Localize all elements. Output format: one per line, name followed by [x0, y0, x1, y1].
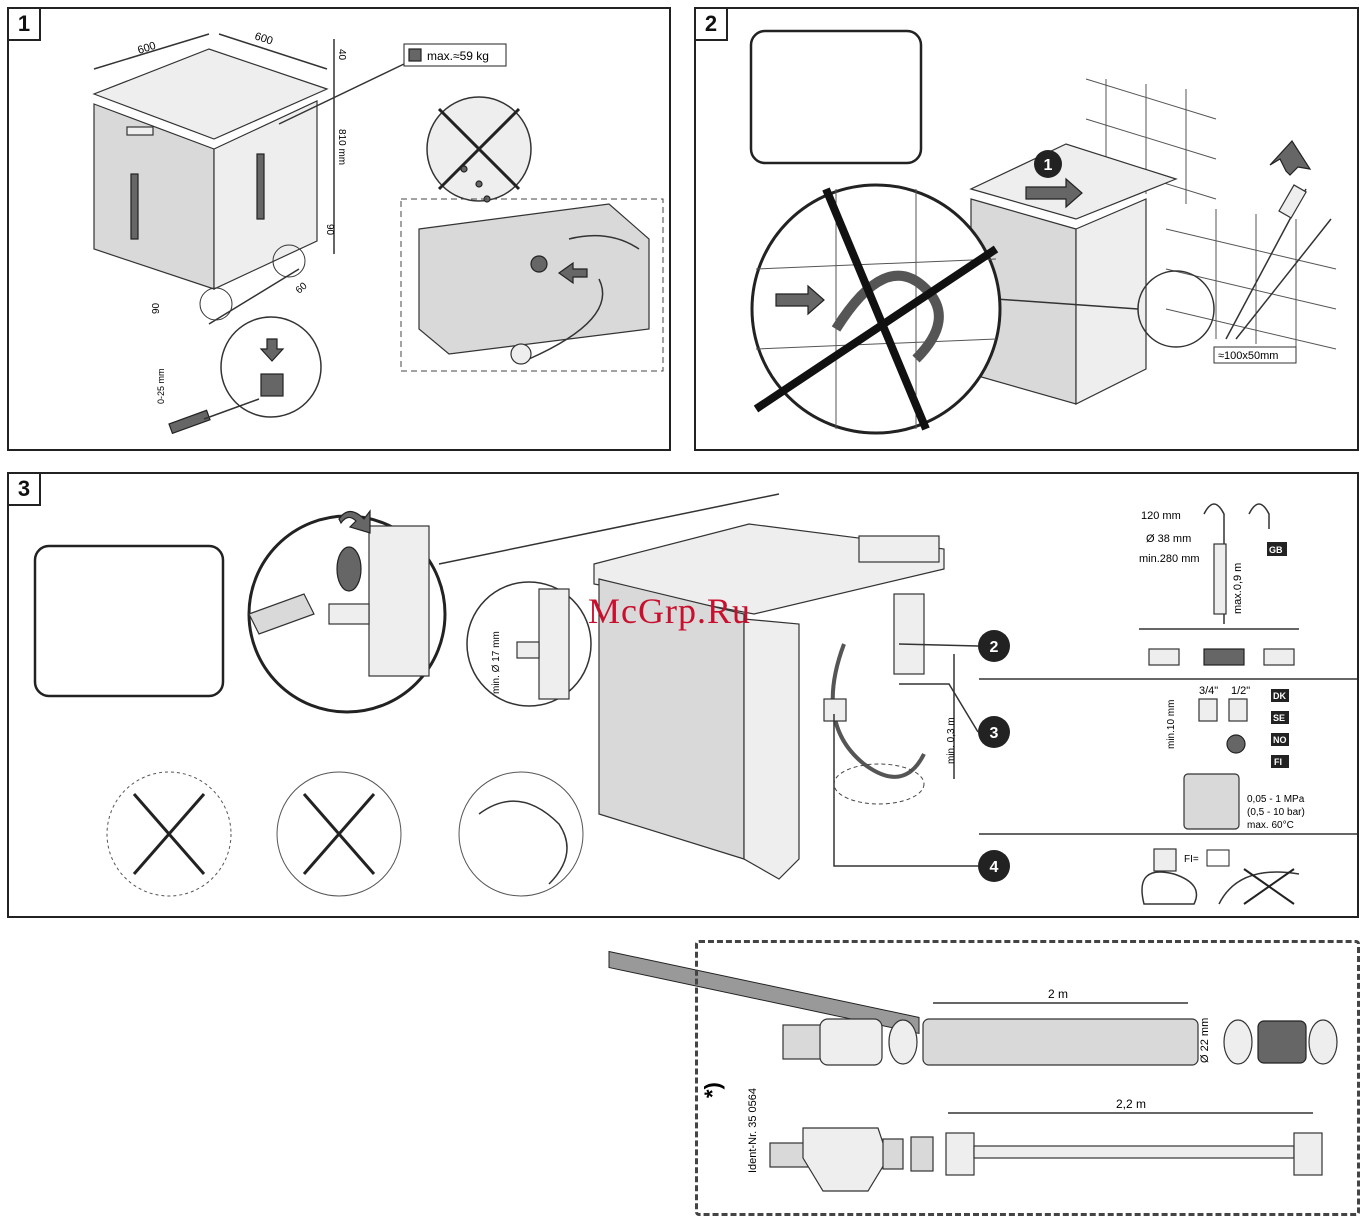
- accessory-box: *) Ident-Nr. 35 0564 2 m Ø 22 mm 2,2 m: [695, 940, 1360, 1216]
- weight-icon: [409, 49, 421, 61]
- drain-hose: [923, 1019, 1198, 1065]
- pressure-mpa: 0,05 - 1 MPa: [1247, 794, 1305, 805]
- marker-2-label: 2: [990, 639, 999, 656]
- dim-width: 600: [136, 40, 157, 57]
- arrow-up-icon: [1270, 141, 1310, 175]
- panel-2-illustration: 1 ≈100x50mm: [696, 9, 1361, 453]
- cutout-label: ≈100x50mm: [1218, 350, 1278, 362]
- inlet-length: 2,2 m: [1116, 1097, 1146, 1111]
- panel-1: 1 600 600 40 810 mm 90 60 90 max.≈59 kg …: [7, 7, 671, 451]
- plug-icon: [1279, 185, 1306, 218]
- marker-4-label: 4: [990, 859, 999, 876]
- inlet-hose: [974, 1146, 1294, 1158]
- pressure-bar: (0,5 - 10 bar): [1247, 807, 1305, 818]
- country-gb: GB: [1269, 545, 1283, 555]
- dim-leg-side: 90: [324, 224, 335, 236]
- watermark: McGrp.Ru: [588, 590, 751, 632]
- panel-2: 2 1 ≈100x50mm: [694, 7, 1359, 451]
- hose-length: 2 m: [1048, 987, 1068, 1001]
- trap-min: min.280 mm: [1139, 553, 1200, 565]
- dim-leg-depth: 60: [294, 280, 310, 296]
- trap-height: 120 mm: [1141, 510, 1181, 522]
- dim-depth: 600: [253, 30, 274, 47]
- accessory-star: *): [700, 1082, 725, 1098]
- size-12: 1/2": [1231, 685, 1250, 697]
- wall-socket: [824, 699, 846, 721]
- panel-1-illustration: 600 600 40 810 mm 90 60 90 max.≈59 kg 0-…: [9, 9, 673, 453]
- note-box: [35, 546, 223, 696]
- tap-valve: [1184, 774, 1239, 829]
- trap-max: max.0,9 m: [1232, 563, 1244, 614]
- step-marker-label: 1: [1044, 157, 1053, 174]
- country-fi: FI: [1274, 757, 1282, 767]
- side-handle: [257, 154, 264, 219]
- dim-adjust: 0-25 mm: [156, 368, 166, 404]
- dim-leg-front: 90: [151, 302, 162, 314]
- weight-label: max.≈59 kg: [427, 49, 489, 63]
- note-box: [751, 31, 921, 163]
- sink: [859, 536, 939, 562]
- siphon-pipe: [369, 526, 429, 676]
- threaded-coupling: [911, 1137, 933, 1171]
- aquastop-valve: [803, 1128, 888, 1191]
- panel-3: 3 min. Ø 17 mm min. 0,3 m 2 3 4: [7, 472, 1359, 918]
- height-label: min. 0,3 m: [946, 717, 957, 764]
- thread-label: min. Ø 17 mm: [491, 631, 502, 694]
- socket-icon: [1154, 849, 1176, 871]
- fi-label: FI=: [1184, 854, 1199, 865]
- country-se: SE: [1273, 713, 1285, 723]
- inlet-valve: [531, 256, 547, 272]
- max-temp: max. 60°C: [1247, 820, 1294, 831]
- hose-connector: [820, 1019, 882, 1065]
- inlet-min: min.10 mm: [1166, 700, 1177, 749]
- control-panel: [127, 127, 153, 135]
- dim-top: 40: [336, 49, 347, 61]
- accessory-illustration: *) Ident-Nr. 35 0564 2 m Ø 22 mm 2,2 m: [698, 943, 1362, 1219]
- hose-diameter: Ø 22 mm: [1199, 1018, 1211, 1063]
- dim-height: 810 mm: [336, 129, 347, 165]
- hose-fitting: [511, 344, 531, 364]
- country-dk: DK: [1273, 691, 1286, 701]
- hose-clamp: [889, 1020, 917, 1064]
- adjust-foot: [261, 374, 283, 396]
- cabinet-door: [744, 619, 799, 879]
- size-34: 3/4": [1199, 685, 1218, 697]
- ident-number: Ident-Nr. 35 0564: [747, 1088, 759, 1173]
- marker-3-label: 3: [990, 725, 999, 742]
- screwdriver-icon: [169, 410, 210, 433]
- panel-3-illustration: min. Ø 17 mm min. 0,3 m 2 3 4 1: [9, 474, 1361, 920]
- front-handle: [131, 174, 138, 239]
- trap-diameter: Ø 38 mm: [1146, 533, 1191, 545]
- rubber-sleeve: [1258, 1021, 1306, 1063]
- country-no: NO: [1273, 735, 1287, 745]
- cap-icon: [337, 547, 361, 591]
